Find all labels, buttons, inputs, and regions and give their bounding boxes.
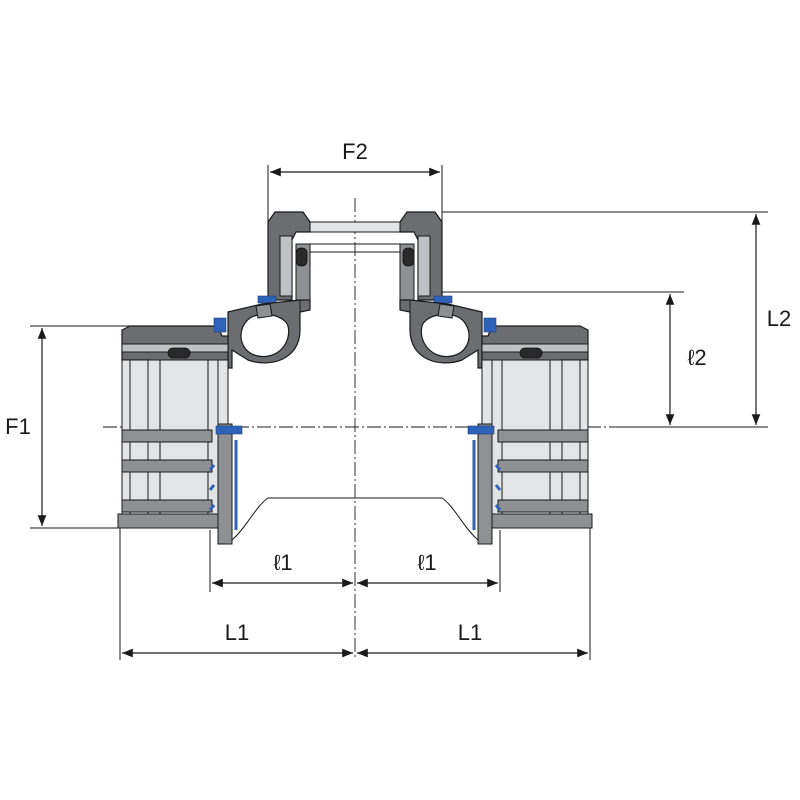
f1-label: F1 (5, 414, 31, 439)
seal-ring (257, 295, 277, 304)
l2-label: L2 (767, 306, 791, 331)
branch-socket (257, 211, 453, 304)
seal-ring (433, 295, 453, 304)
small-l1-left-label: ℓ1 (273, 550, 292, 575)
small-l1-right-label: ℓ1 (417, 550, 436, 575)
cavity (240, 313, 290, 358)
f2-label: F2 (342, 139, 368, 164)
o-ring (167, 347, 191, 359)
o-ring (295, 247, 308, 267)
cavity (420, 313, 470, 358)
seal-ring (213, 317, 227, 333)
l1-right-label: L1 (458, 620, 482, 645)
tee-body (227, 299, 483, 369)
bore-profile (231, 497, 479, 541)
o-ring (519, 347, 543, 359)
seal-ring (483, 317, 497, 333)
small-l2-label: ℓ2 (687, 345, 706, 370)
o-ring (402, 247, 415, 267)
l1-left-label: L1 (225, 620, 249, 645)
right-socket (467, 317, 593, 545)
left-socket (117, 317, 243, 545)
